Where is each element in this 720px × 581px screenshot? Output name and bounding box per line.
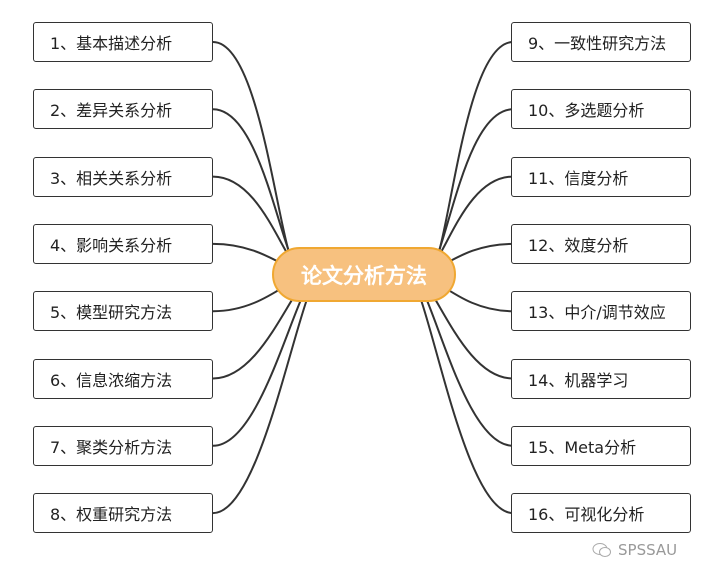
central-topic[interactable]: 论文分析方法 — [272, 247, 456, 302]
topic-node-left-7[interactable]: 7、聚类分析方法 — [33, 425, 213, 466]
topic-node-right-3[interactable]: 11、信度分析 — [511, 156, 691, 197]
topic-node-right-6[interactable]: 14、机器学习 — [511, 358, 691, 399]
connector-right-1 — [427, 41, 514, 275]
topic-node-right-8[interactable]: 16、可视化分析 — [511, 493, 691, 534]
topic-node-left-6[interactable]: 6、信息浓缩方法 — [33, 358, 213, 399]
wechat-icon — [592, 543, 611, 557]
topic-node-right-4[interactable]: 12、效度分析 — [511, 223, 691, 264]
topic-node-left-5[interactable]: 5、模型研究方法 — [33, 291, 213, 332]
topic-node-left-2[interactable]: 2、差异关系分析 — [33, 89, 213, 130]
topic-node-left-4[interactable]: 4、影响关系分析 — [33, 223, 213, 264]
watermark-text: SPSSAU — [618, 541, 678, 559]
topic-node-left-3[interactable]: 3、相关关系分析 — [33, 156, 213, 197]
topic-node-left-1[interactable]: 1、基本描述分析 — [33, 22, 213, 62]
topic-node-left-8[interactable]: 8、权重研究方法 — [33, 493, 213, 534]
topic-node-right-7[interactable]: 15、Meta分析 — [511, 425, 691, 466]
topic-node-right-2[interactable]: 10、多选题分析 — [511, 89, 691, 130]
watermark: SPSSAU — [592, 541, 677, 559]
topic-node-right-1[interactable]: 9、一致性研究方法 — [511, 22, 691, 62]
topic-node-right-5[interactable]: 13、中介/调节效应 — [511, 291, 691, 332]
